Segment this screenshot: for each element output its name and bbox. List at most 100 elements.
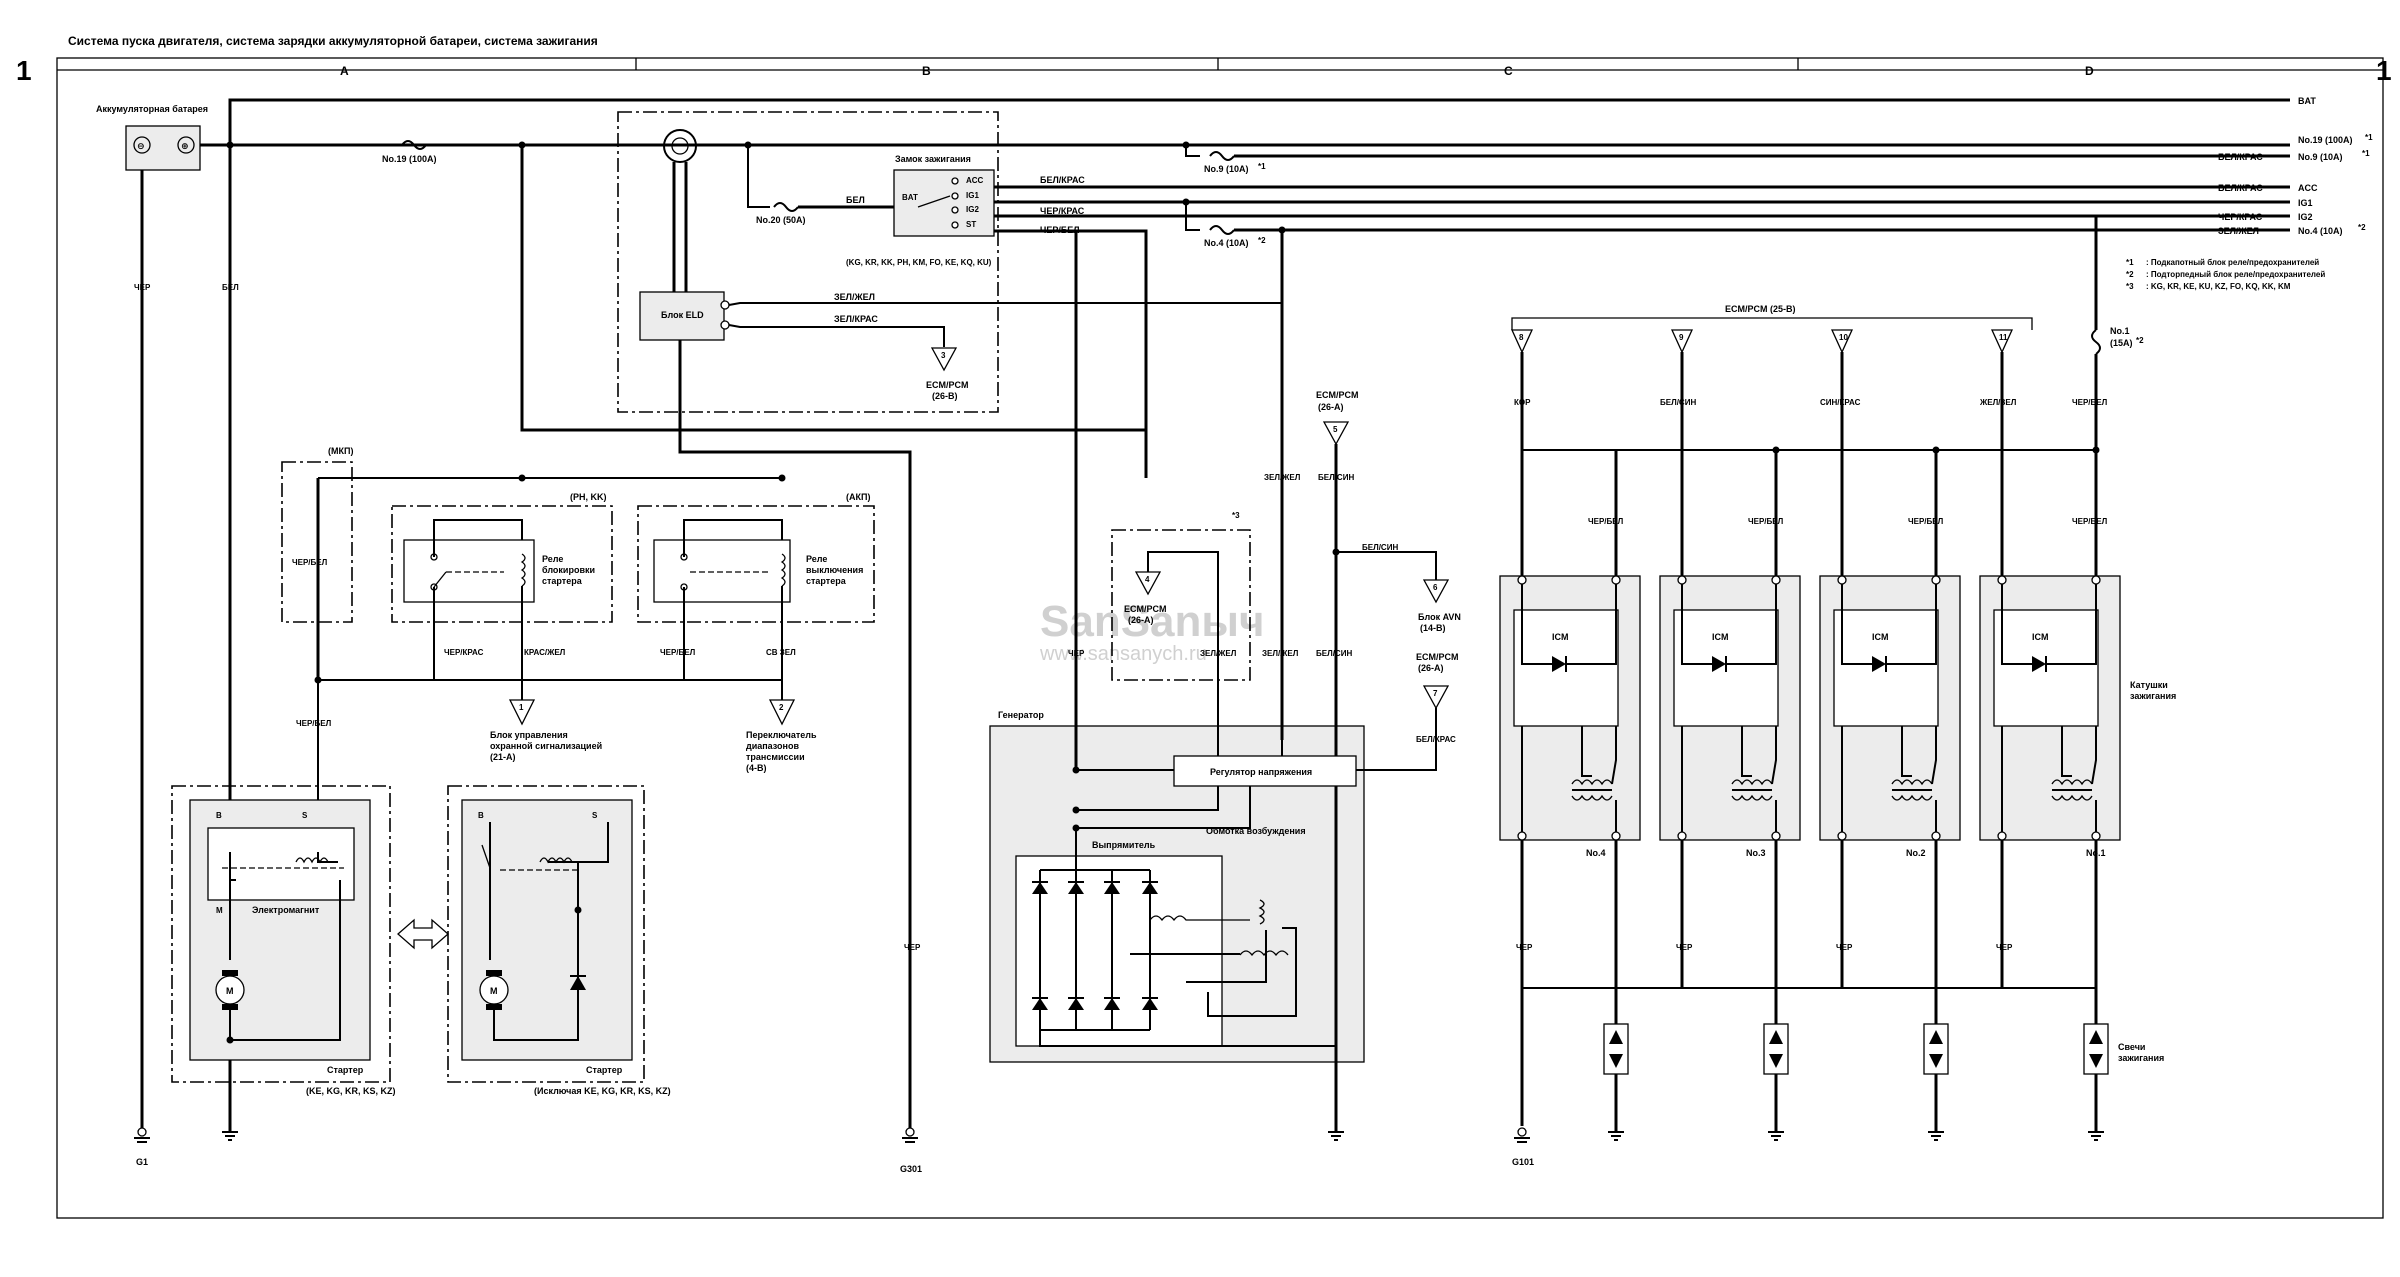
fuse-1-note: *2 (2136, 336, 2144, 345)
ecm25-label: ECM/PCM (25-B) (1725, 304, 1796, 314)
ecm5-num: 5 (1333, 425, 1338, 434)
bus-r6-label: No.4 (10A) (2298, 226, 2343, 236)
ignition-coil-winding-icon (2051, 779, 2093, 801)
starter1-dashed-box (171, 785, 391, 1083)
relay-cut-wire-sv-zel: СВ ЗЕЛ (766, 648, 796, 657)
ignition-coil-winding-icon (1891, 779, 1933, 801)
ecm25-pin-connector-icon (1990, 329, 2014, 354)
rectifier-diode-icon (1142, 882, 1158, 894)
ground-starter-icon (222, 1131, 238, 1141)
ground-g101-icon (1514, 1127, 1530, 1143)
eld-wire-zel-zhel: ЗЕЛ/ЖЕЛ (834, 292, 875, 302)
fuse-9-icon (1209, 151, 1235, 161)
column-a: A (340, 64, 349, 78)
rectifier-diode-icon (1104, 998, 1120, 1010)
relay-cut-coil-icon (780, 553, 786, 587)
wire-label-cher-bel-starter: ЧЕР/БЕЛ (296, 719, 332, 728)
range-switch-l4: (4-B) (746, 763, 767, 773)
icm-diode-icon (1712, 656, 1726, 672)
starter2-diode-icon (570, 975, 586, 990)
ecm5-l1: ECM/PCM (1316, 390, 1359, 400)
field-winding-label: Обмотка возбуждения (1206, 826, 1306, 836)
starter2-variant: (Исключая KE, KG, KR, KS, KZ) (534, 1086, 671, 1096)
fuse-19-main-icon (401, 140, 427, 150)
coils-label1: Катушки (2130, 680, 2168, 690)
relay-block-label2: блокировки (542, 565, 595, 575)
coil-supply-wire-label: ЧЕР/БЕЛ (1748, 517, 1784, 526)
icm-label: ICM (1552, 632, 1569, 642)
range-switch-num: 2 (779, 703, 784, 712)
relay-cut (653, 539, 791, 603)
ecm7-l1: ECM/PCM (1416, 652, 1459, 662)
relay-cut-label1: Реле (806, 554, 827, 564)
ecm7-connector-icon (1422, 685, 1450, 710)
starter2-motor-letter: M (490, 986, 498, 996)
relay-cut-label2: выключения (806, 565, 863, 575)
coil-ground-wire-label: ЧЕР (1836, 943, 1853, 952)
ecm25-pin-wire-label: СИН/КРАС (1820, 398, 1861, 407)
relay-block-variant: (PH, KK) (570, 492, 607, 502)
ground-g1-label: G1 (136, 1157, 148, 1167)
range-switch-l1: Переключатель (746, 730, 817, 740)
fuse-1-icon (2091, 329, 2101, 355)
footnote-2-text: : Подторпедный блок реле/предохранителей (2146, 270, 2325, 279)
starter2-s: S (592, 811, 598, 820)
avn-num: 6 (1433, 583, 1438, 592)
footnotes: *1 : Подкапотный блок реле/предохранител… (2126, 258, 2325, 291)
ignition-switch-label: Замок зажигания (895, 154, 971, 164)
fuse-20-icon (773, 202, 799, 212)
ecm4-ref: (26-A) (1128, 615, 1154, 625)
rectifier-box (1015, 855, 1223, 1047)
range-switch-connector-icon (768, 699, 796, 726)
starter1-variant: (KE, KG, KR, KS, KZ) (306, 1086, 396, 1096)
battery-plus-icon: ⊕ (181, 141, 189, 151)
ig-wire-bel: БЕЛ (846, 195, 865, 205)
bus-no19-label: No.19 (100A) (2298, 135, 2353, 145)
bus-no19-note: *1 (2365, 133, 2373, 142)
footnote-3-text: : KG, KR, KE, KU, KZ, FO, KQ, KK, KM (2146, 282, 2291, 291)
ig-wire-st: ЧЕР/БЕЛ (1040, 225, 1080, 235)
wire-label-bel: БЕЛ (222, 283, 239, 292)
fuse-9-note: *1 (1258, 162, 1266, 171)
ecm5-l2: (26-A) (1318, 402, 1344, 412)
starter2-motor-icon (479, 970, 509, 1010)
bus-r6-note: *2 (2358, 223, 2366, 232)
bus-r2-label: No.9 (10A) (2298, 152, 2343, 162)
starter1-motor-icon (215, 970, 245, 1010)
ecm4-num: 4 (1145, 575, 1150, 584)
icm-diode-icon (1552, 656, 1566, 672)
coil-supply-wire-label: ЧЕР/БЕЛ (1908, 517, 1944, 526)
mkp-label: (МКП) (328, 446, 353, 456)
avn-connector-icon (1422, 579, 1450, 604)
generator-label: Генератор (998, 710, 1044, 720)
ecm25-pin-number: 8 (1519, 333, 1524, 342)
coil-supply-wire-label: ЧЕР/БЕЛ (2072, 517, 2108, 526)
range-switch-l3: трансмиссии (746, 752, 805, 762)
column-d: D (2085, 64, 2094, 78)
eld-label: Блок ELD (661, 310, 704, 320)
fuse-20-label: No.20 (50A) (756, 215, 806, 225)
stator-winding-icon (1149, 899, 1289, 957)
coil-ground-wire-label: ЧЕР (1676, 943, 1693, 952)
rectifier-diode-icon (1032, 882, 1048, 894)
spark-label1: Свечи (2118, 1042, 2145, 1052)
alarm-l1: Блок управления (490, 730, 568, 740)
eld-ecm-num: 3 (941, 351, 946, 360)
relay-cut-label3: стартера (806, 576, 847, 586)
battery-label: Аккумуляторная батарея (96, 104, 208, 114)
ecm7-num: 7 (1433, 689, 1438, 698)
bus-ig2-label: IG2 (2298, 212, 2313, 222)
ig-st-label: ST (966, 220, 976, 229)
coil-number-label: No.3 (1746, 848, 1766, 858)
gen-wire-bel-sin: БЕЛ/СИН (1318, 473, 1354, 482)
fuse-1-label: No.1 (2110, 326, 2130, 336)
ignition-coil-winding-icon (1571, 779, 1613, 801)
icm-label: ICM (2032, 632, 2049, 642)
coil-supply-wire-label: ЧЕР/БЕЛ (1588, 517, 1624, 526)
page-number-right: 1 (2376, 55, 2392, 86)
coils-label2: зажигания (2130, 691, 2176, 701)
watermark-url: www.sansanych.ru (1039, 643, 1207, 665)
eld-sensor-icon (663, 129, 697, 163)
